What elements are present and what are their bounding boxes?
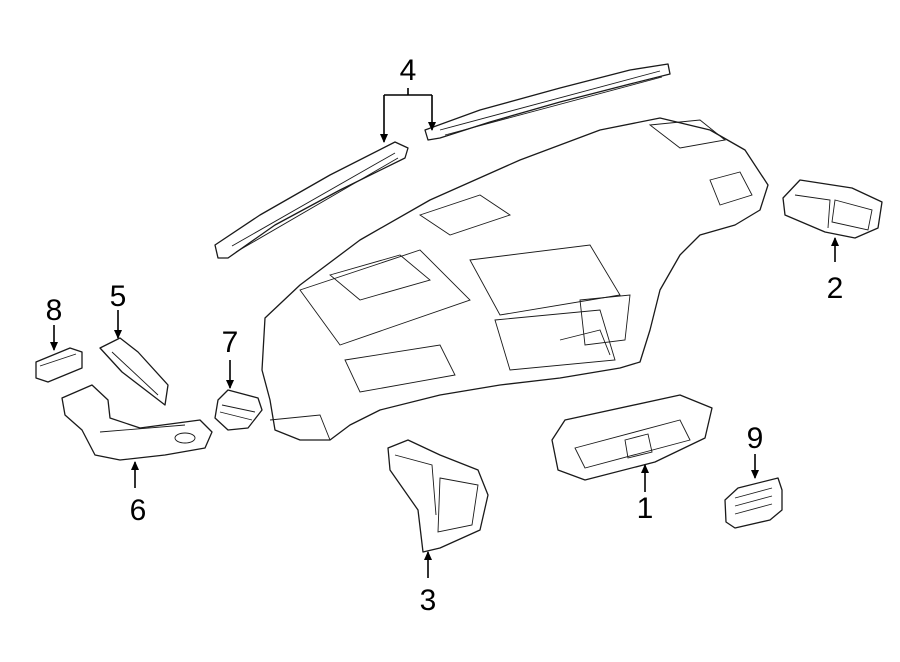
defroster-grille-left [214,141,409,259]
vent-center [551,394,713,481]
callout-3: 3 [420,584,437,617]
vent-cover [724,477,783,529]
callout-9: 9 [747,422,764,455]
vent-grille-small [35,347,83,383]
small-vent [214,389,263,431]
vent-driver-side [387,439,489,553]
defroster-grille-right [424,63,671,141]
callout-7: 7 [222,326,239,359]
vent-right-side [782,179,883,239]
callout-6: 6 [130,494,147,527]
callout-8: 8 [46,294,63,327]
callout-1: 1 [637,492,654,525]
callout-4: 4 [400,54,417,87]
floor-duct [61,384,213,461]
callout-leaders [50,88,839,578]
duct-piece [99,337,169,406]
callout-2: 2 [827,272,844,305]
callout-5: 5 [110,280,127,313]
dashboard-panel [261,117,769,441]
